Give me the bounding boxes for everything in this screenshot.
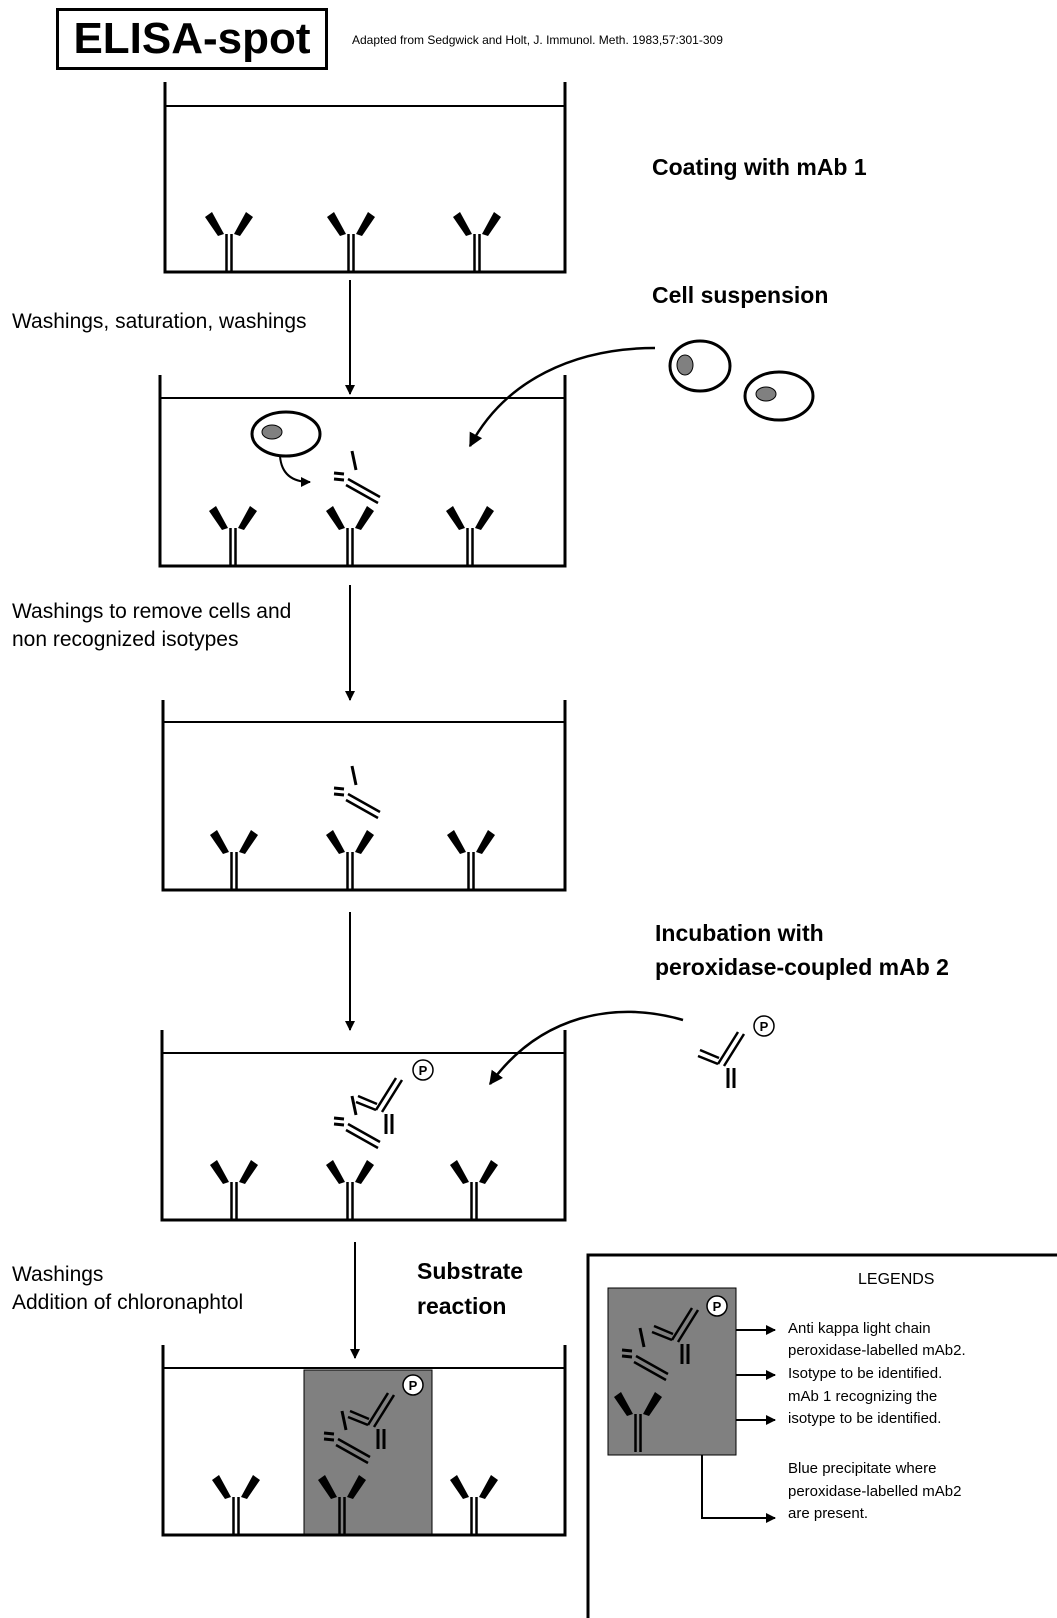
step-label-non-recognized: non recognized isotypes bbox=[12, 628, 239, 651]
stage-coating: Coating with mAb 1 bbox=[652, 154, 867, 180]
stage-incubation-line1: Incubation with bbox=[655, 920, 824, 946]
cell-suspension bbox=[468, 339, 815, 448]
citation: Adapted from Sedgwick and Holt, J. Immun… bbox=[352, 33, 723, 47]
step-label-washings-saturation: Washings, saturation, washings bbox=[12, 310, 307, 333]
stage-incubation-line2: peroxidase-coupled mAb 2 bbox=[655, 954, 949, 980]
stage-cell-suspension: Cell suspension bbox=[652, 282, 829, 308]
step-label-remove-cells: Washings to remove cells and bbox=[12, 600, 292, 623]
legend-item-precipitate-line2: peroxidase-labelled mAb2 bbox=[788, 1483, 962, 1500]
legend-item-mab1-line2: isotype to be identified. bbox=[788, 1410, 942, 1427]
legend-item-isotype: Isotype to be identified. bbox=[788, 1365, 943, 1382]
legend-item-mab2-line1: Anti kappa light chain bbox=[788, 1320, 931, 1337]
peroxidase-label-legend: P bbox=[713, 1299, 722, 1314]
peroxidase-label-well5: P bbox=[409, 1378, 418, 1393]
well-substrate-reaction bbox=[161, 1345, 567, 1537]
legend-title: LEGENDS bbox=[858, 1271, 935, 1288]
well-coating bbox=[163, 82, 567, 274]
stage-substrate-line2: reaction bbox=[417, 1293, 507, 1319]
step-label-washings: Washings bbox=[12, 1263, 104, 1286]
peroxidase-label-well4: P bbox=[419, 1063, 428, 1078]
peroxidase-mab2 bbox=[488, 1010, 775, 1090]
well-after-washing bbox=[161, 700, 567, 892]
step-label-chloronaphtol: Addition of chloronaphtol bbox=[12, 1291, 244, 1314]
legend-item-mab1-line1: mAb 1 recognizing the bbox=[788, 1388, 938, 1405]
legend-item-precipitate-line1: Blue precipitate where bbox=[788, 1460, 937, 1477]
well-mab2-incubation bbox=[160, 1030, 567, 1222]
diagram-title: ELISA-spot bbox=[56, 8, 328, 70]
stage-substrate-line1: Substrate bbox=[417, 1258, 524, 1284]
legend-box bbox=[586, 1253, 1057, 1618]
legend-item-mab2-line2: peroxidase-labelled mAb2. bbox=[788, 1342, 966, 1359]
peroxidase-label-free: P bbox=[760, 1019, 769, 1034]
legend-item-precipitate-line3: are present. bbox=[788, 1505, 869, 1522]
well-cell-incubation bbox=[158, 375, 567, 568]
